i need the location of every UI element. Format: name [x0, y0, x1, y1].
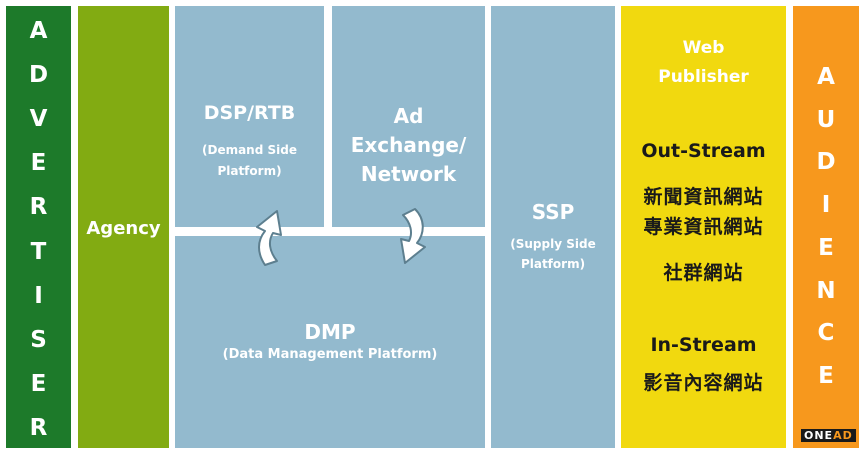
advertiser-letter: S [30, 326, 47, 353]
publisher-column: Web Publisher Out-Stream 新聞資訊網站 專業資訊網站 社… [621, 6, 786, 448]
ssp-subtitle-line2: Platform) [520, 257, 586, 271]
vertical-divider [324, 6, 332, 228]
horizontal-divider [175, 227, 485, 236]
advertiser-letter: D [28, 62, 49, 89]
audience-letter: E [818, 362, 834, 389]
ad-exchange-title-line1: Ad [393, 104, 424, 128]
ssp-subtitle: (Supply Side Platform) [491, 234, 615, 274]
onead-logo: ONEAD [801, 429, 856, 442]
ssp-column: SSP (Supply Side Platform) [491, 6, 615, 448]
advertiser-letter: E [30, 150, 47, 177]
dmp-subtitle: (Data Management Platform) [222, 347, 438, 362]
audience-letter: C [817, 320, 835, 347]
audience-letter: U [816, 106, 836, 133]
advertiser-letter: I [34, 282, 43, 309]
out-stream-item: 社群網站 [663, 262, 744, 284]
advertiser-letter: E [30, 370, 47, 397]
out-stream-label: Out-Stream [641, 140, 766, 162]
dsp-subtitle: (Demand Side Platform) [175, 140, 324, 182]
advertiser-letter: R [29, 194, 48, 221]
audience-letter: D [816, 149, 836, 176]
logo-text-ad: AD [833, 429, 853, 442]
logo-text-one: ONE [804, 429, 834, 442]
ssp-subtitle-line1: (Supply Side [510, 237, 596, 251]
advertiser-letter: R [29, 414, 48, 441]
advertiser-letter: T [30, 238, 47, 265]
publisher-heading-line2: Publisher [658, 67, 749, 87]
ad-exchange-title: Ad Exchange/ Network [332, 102, 485, 189]
agency-label: Agency [86, 218, 161, 239]
audience-letter: A [817, 64, 835, 90]
ad-exchange-title-line2: Exchange/ [350, 133, 467, 157]
ssp-title: SSP [531, 200, 575, 224]
advertiser-letter: A [29, 18, 48, 44]
advertiser-letter: V [29, 106, 48, 133]
dmp-title: DMP [304, 320, 356, 344]
dsp-title: DSP/RTB [203, 102, 296, 124]
dsp-subtitle-line2: Platform) [217, 164, 282, 178]
publisher-heading-line1: Web [682, 38, 725, 58]
audience-letter: N [816, 277, 836, 304]
curved-arrow-down-icon [400, 208, 426, 264]
out-stream-item: 專業資訊網站 [643, 216, 764, 238]
publisher-heading: Web Publisher [621, 34, 786, 92]
in-stream-item: 影音內容網站 [643, 372, 764, 394]
audience-letter: I [821, 192, 831, 219]
curved-arrow-up-icon [256, 210, 282, 266]
audience-letter: E [818, 234, 834, 261]
in-stream-label: In-Stream [650, 334, 757, 356]
dsp-subtitle-line1: (Demand Side [202, 143, 297, 157]
out-stream-item: 新聞資訊網站 [643, 186, 764, 208]
ad-exchange-title-line3: Network [360, 162, 457, 186]
agency-column: Agency [78, 6, 169, 448]
